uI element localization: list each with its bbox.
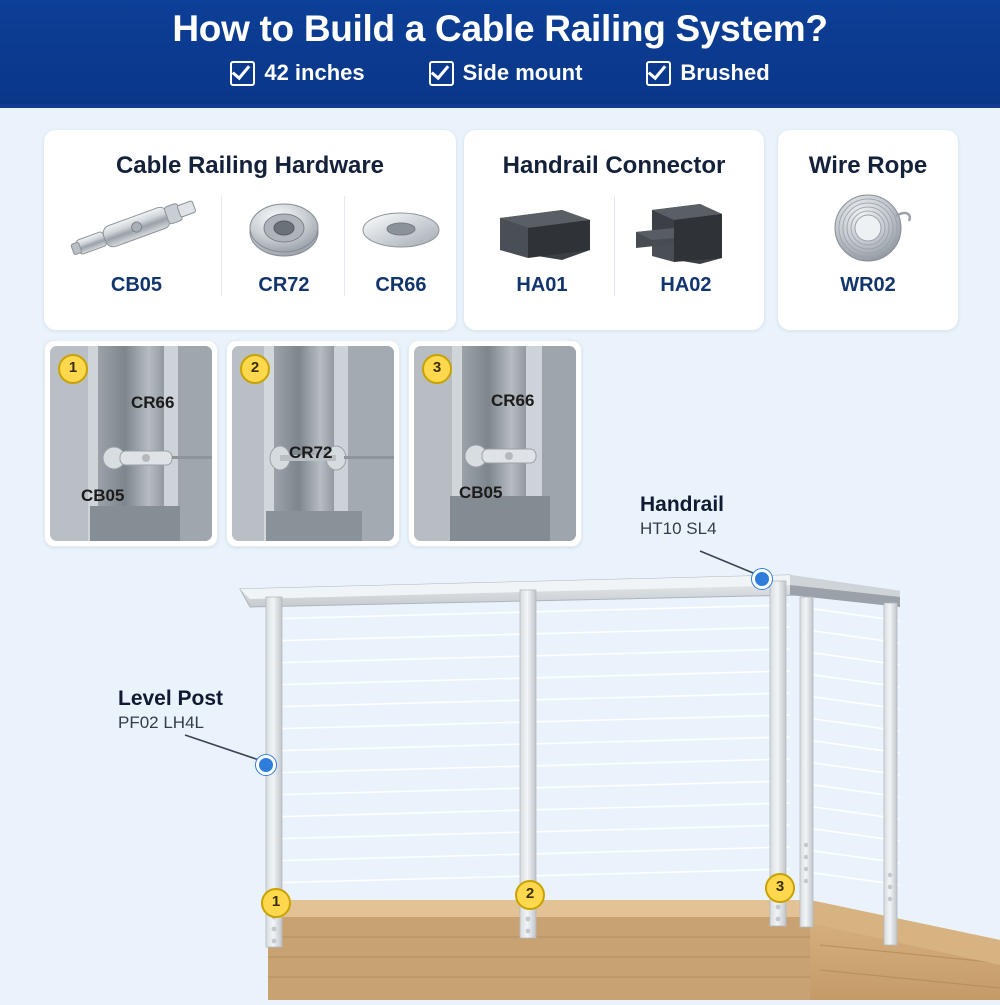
page-header: How to Build a Cable Railing System? 42 …	[0, 0, 1000, 108]
product-item-cb05: CB05	[54, 130, 219, 330]
step-photo-image	[414, 346, 576, 541]
product-item-cr66: CR66	[346, 130, 456, 330]
step-photo-image	[50, 346, 212, 541]
header-option-1: 42 inches	[230, 60, 365, 86]
product-code: HA02	[660, 274, 712, 296]
step-part-label: CB05	[81, 486, 125, 505]
product-code: CB05	[110, 274, 163, 296]
header-option-label: 42 inches	[264, 60, 365, 85]
scene-badge-2: 2	[515, 880, 545, 910]
step-photo-2: 2 CR72	[226, 340, 400, 547]
step-photo-3: 3 CR66 CB05	[408, 340, 582, 547]
card-wire-rope: Wire Rope	[778, 130, 958, 330]
callout-title: Handrail	[640, 493, 725, 516]
product-code: HA01	[516, 274, 568, 296]
header-option-label: Side mount	[462, 60, 583, 85]
beveled-washer-icon	[224, 188, 344, 268]
step-part-label: CR72	[289, 443, 333, 462]
product-item-cr72: CR72	[224, 130, 344, 330]
callout-subtitle: PF02 LH4L	[118, 713, 204, 732]
callout-level-post: Level Post PF02 LH4L	[118, 687, 223, 733]
swage-stud-terminal-icon	[54, 188, 219, 268]
cable-coil-icon	[778, 188, 958, 268]
card-divider	[614, 196, 615, 296]
product-item-wr02: WR02	[778, 130, 958, 330]
step-photo-1: 1 CR66 CB05	[44, 340, 218, 547]
flat-washer-icon	[346, 188, 456, 268]
card-cable-railing-hardware: Cable Railing Hardware	[44, 130, 456, 330]
step-part-label: CR66	[131, 393, 175, 412]
callout-handrail: Handrail HT10 SL4	[640, 493, 724, 539]
product-code: CR72	[258, 274, 310, 296]
callout-anchor-dot-handrail	[752, 569, 772, 589]
product-item-ha01: HA01	[472, 130, 612, 330]
railing-scene: Handrail HT10 SL4 Level Post PF02 LH4L 1…	[0, 493, 1000, 1000]
step-number-badge: 3	[422, 354, 452, 384]
product-item-ha02: HA02	[616, 130, 756, 330]
rectangular-block-icon	[472, 188, 612, 268]
checkbox-checked-icon	[646, 60, 672, 86]
callout-anchor-dot-level-post	[256, 755, 276, 775]
product-cards: Cable Railing Hardware	[0, 130, 1000, 332]
card-divider	[221, 196, 222, 296]
page-title: How to Build a Cable Railing System?	[172, 8, 828, 49]
header-option-3: Brushed	[646, 60, 770, 86]
product-code: CR66	[375, 274, 427, 296]
scene-badge-1: 1	[261, 888, 291, 918]
card-handrail-connector: Handrail Connector HA01	[464, 130, 764, 330]
scene-badge-3: 3	[765, 873, 795, 903]
callout-subtitle: HT10 SL4	[640, 519, 717, 538]
railing-illustration	[184, 550, 1000, 1000]
header-divider	[0, 104, 1000, 108]
card-title: Cable Railing Hardware	[115, 152, 385, 179]
step-part-label: CR66	[491, 391, 535, 410]
installation-steps: 1 CR66 CB05 2 CR72	[40, 340, 582, 550]
card-title: Handrail Connector	[502, 152, 726, 179]
l-shaped-block-icon	[616, 188, 756, 268]
callout-title: Level Post	[118, 687, 224, 710]
header-option-label: Brushed	[680, 60, 770, 85]
checkbox-checked-icon	[230, 60, 256, 86]
card-divider	[344, 196, 345, 296]
step-part-label: CB05	[459, 483, 503, 502]
step-number-badge: 1	[58, 354, 88, 384]
header-option-2: Side mount	[428, 60, 583, 86]
product-code: WR02	[840, 274, 896, 296]
header-options: 42 inches Side mount Brushed	[0, 60, 1000, 86]
card-title: Wire Rope	[808, 152, 928, 179]
step-number-badge: 2	[240, 354, 270, 384]
checkbox-checked-icon	[428, 60, 454, 86]
